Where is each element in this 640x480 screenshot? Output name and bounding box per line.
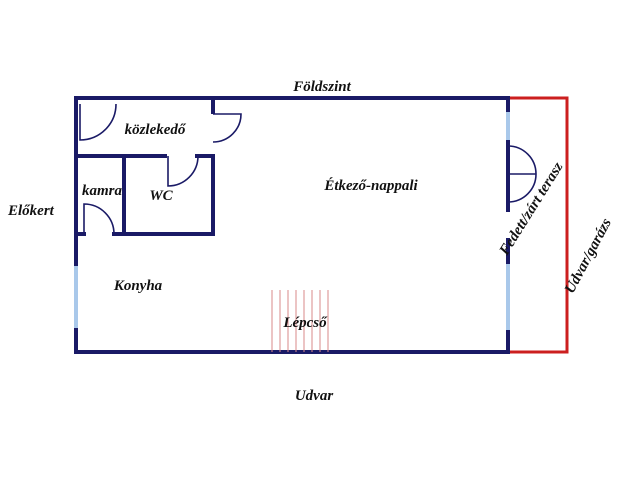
surrounding-label-front-garden: Előkert [7, 203, 55, 219]
garage-outline [510, 96, 569, 354]
room-label-corridor: közlekedő [125, 122, 187, 138]
door-entrance [79, 103, 117, 141]
room-label-living-dining: Étkező-nappali [323, 177, 418, 194]
room-label-pantry: kamra [82, 183, 123, 199]
door-wc [167, 155, 199, 187]
room-label-yard-garage: Udvar/garázs [562, 216, 615, 297]
stairs [271, 290, 329, 352]
room-label-wc: WC [149, 188, 173, 204]
floor-title: Földszint [292, 79, 351, 95]
door-pantry [83, 203, 115, 235]
room-label-stairs: Lépcső [282, 315, 328, 331]
room-label-kitchen: Konyha [113, 278, 163, 294]
door-corridor-to-living [212, 113, 242, 143]
surrounding-label-yard: Udvar [295, 388, 333, 404]
